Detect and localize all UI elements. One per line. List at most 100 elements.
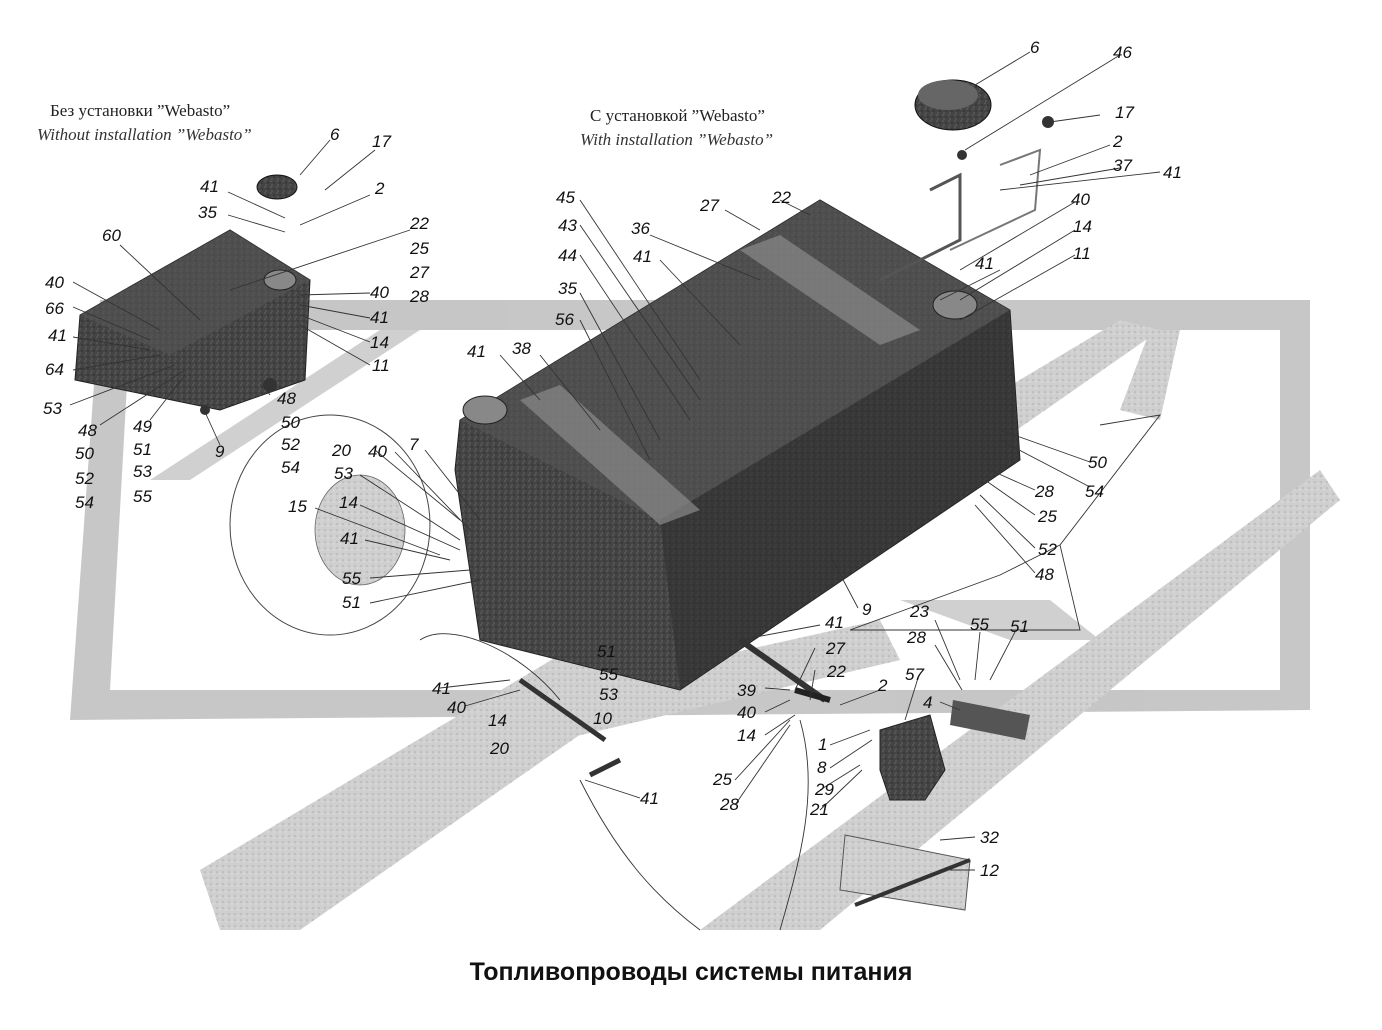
caption-without-webasto: Без установки ”Webasto” Without installa… (37, 101, 252, 144)
callout-left-50: 50 (75, 444, 94, 463)
callout-main-25: 25 (1037, 507, 1057, 526)
callout-main-12: 12 (980, 861, 999, 880)
callout-left-51: 51 (133, 440, 152, 459)
callout-main-14: 14 (737, 726, 756, 745)
callout-left-17: 17 (372, 132, 391, 151)
callout-main-22: 22 (771, 188, 791, 207)
callout-main-21: 21 (809, 800, 829, 819)
callout-main-14: 14 (488, 711, 507, 730)
callout-main-55: 55 (342, 569, 361, 588)
callout-main-51: 51 (1010, 617, 1029, 636)
callout-main-57: 57 (905, 665, 924, 684)
callout-left-49: 49 (133, 417, 152, 436)
callout-main-53: 53 (599, 685, 618, 704)
callout-main-41: 41 (825, 613, 844, 632)
callout-left-41: 41 (200, 177, 219, 196)
callout-main-41: 41 (633, 247, 652, 266)
callout-left-41: 41 (48, 326, 67, 345)
callout-left-48: 48 (277, 389, 296, 408)
callout-left-52: 52 (75, 469, 94, 488)
leader-lines (69, 51, 1161, 871)
callout-main-56: 56 (555, 310, 574, 329)
callout-main-36: 36 (631, 219, 650, 238)
callout-left-52: 52 (281, 435, 300, 454)
callout-main-28: 28 (1034, 482, 1054, 501)
callout-main-40: 40 (368, 442, 387, 461)
callout-left-53: 53 (43, 399, 62, 418)
fuel-filter-assembly (419, 633, 1030, 911)
callout-main-4: 4 (923, 693, 932, 712)
callout-main-41: 41 (975, 254, 994, 273)
callout-main-22: 22 (826, 662, 846, 681)
callout-left-60: 60 (102, 226, 121, 245)
callout-left-6: 6 (330, 125, 340, 144)
callout-main-29: 29 (814, 780, 834, 799)
callout-left-14: 14 (370, 333, 389, 352)
callout-main-20: 20 (489, 739, 509, 758)
callout-left-9: 9 (215, 442, 225, 461)
fuel-tank-main (454, 148, 1042, 691)
callout-main-50: 50 (1088, 453, 1107, 472)
callout-main-45: 45 (556, 188, 575, 207)
callout-left-54: 54 (75, 493, 94, 512)
callout-main-23: 23 (909, 602, 929, 621)
callout-left-2: 2 (374, 179, 385, 198)
callout-main-52: 52 (1038, 540, 1057, 559)
detail-callout-ellipse (229, 414, 1162, 636)
callout-main-51: 51 (342, 593, 361, 612)
callout-main-1: 1 (818, 735, 827, 754)
callout-left-41: 41 (370, 308, 389, 327)
callout-left-66: 66 (45, 299, 64, 318)
callout-main-25: 25 (712, 770, 732, 789)
callout-main-15: 15 (288, 497, 307, 516)
callout-main-41: 41 (640, 789, 659, 808)
callout-left-54: 54 (281, 458, 300, 477)
callout-main-40: 40 (1071, 190, 1090, 209)
callout-main-41: 41 (340, 529, 359, 548)
callout-left-55: 55 (133, 487, 152, 506)
callout-main-28: 28 (719, 795, 739, 814)
callout-main-11: 11 (1073, 244, 1091, 263)
callout-main-6: 6 (1030, 38, 1040, 57)
callout-left-40: 40 (370, 283, 389, 302)
callout-main-43: 43 (558, 216, 577, 235)
callout-left-25: 25 (409, 239, 429, 258)
callout-main-9: 9 (862, 600, 872, 619)
callout-left-22: 22 (409, 214, 429, 233)
caption-with-en: With installation ”Webasto” (580, 130, 773, 149)
callout-main-32: 32 (980, 828, 999, 847)
callout-main-17: 17 (1115, 103, 1134, 122)
callout-left-50: 50 (281, 413, 300, 432)
callout-main-14: 14 (339, 493, 358, 512)
callout-main-53: 53 (334, 464, 353, 483)
callout-main-51: 51 (597, 642, 616, 661)
callout-main-41: 41 (467, 342, 486, 361)
callout-main-55: 55 (970, 615, 989, 634)
callout-main-35: 35 (558, 279, 577, 298)
callout-left-11: 11 (372, 356, 390, 375)
callout-main-55: 55 (599, 665, 618, 684)
callout-main-27: 27 (699, 196, 719, 215)
callout-main-41: 41 (1163, 163, 1182, 182)
caption-with-ru: С установкой ”Webasto” (590, 106, 765, 125)
callout-main-2: 2 (877, 676, 888, 695)
callout-left-64: 64 (45, 360, 64, 379)
callout-main-48: 48 (1035, 565, 1054, 584)
callout-main-27: 27 (825, 639, 845, 658)
callout-main-7: 7 (409, 435, 419, 454)
callout-main-38: 38 (512, 339, 531, 358)
callout-left-28: 28 (409, 287, 429, 306)
callout-main-46: 46 (1113, 43, 1132, 62)
callout-main-8: 8 (817, 758, 827, 777)
fuel-tank-left (74, 174, 311, 415)
callout-main-40: 40 (447, 698, 466, 717)
webasto-cap (914, 79, 1054, 160)
caption-without-en: Without installation ”Webasto” (37, 125, 252, 144)
callout-left-27: 27 (409, 263, 429, 282)
callout-main-20: 20 (331, 441, 351, 460)
callout-main-54: 54 (1085, 482, 1104, 501)
callout-main-40: 40 (737, 703, 756, 722)
callout-main-28: 28 (906, 628, 926, 647)
